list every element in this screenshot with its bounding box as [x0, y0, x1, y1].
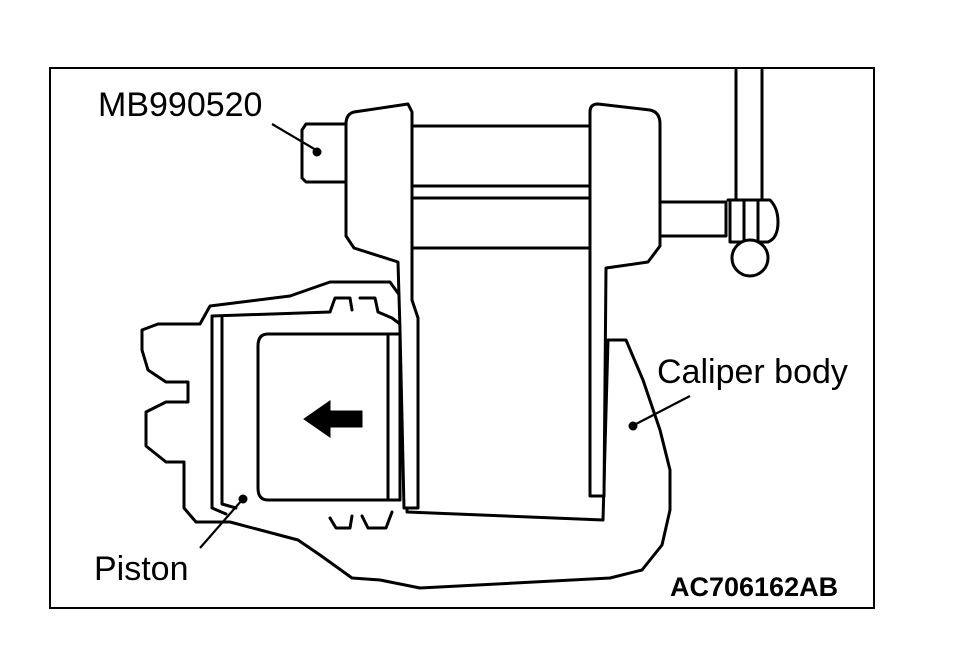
- tool-handle-knob: [730, 238, 770, 278]
- tool-handle-body: [726, 198, 780, 244]
- cylinder-top-edge: [210, 310, 332, 318]
- seal-top: [328, 296, 402, 326]
- tool-rod-upper: [410, 124, 594, 188]
- figure-frame: [49, 67, 875, 609]
- leader-dot-caliper: [628, 421, 638, 431]
- label-piston: Piston: [94, 550, 189, 588]
- tool-tab: [300, 122, 346, 184]
- arrow-left-icon: [303, 400, 363, 438]
- cylinder-wall-outer: [210, 314, 228, 516]
- leader-piston: [199, 499, 243, 549]
- tool-right-jaw: [588, 102, 662, 498]
- tool-rod-lower: [410, 196, 594, 250]
- figure-code: AC706162AB: [670, 572, 838, 602]
- tool-left-jaw: [344, 102, 420, 510]
- label-caliper-body: Caliper body: [657, 353, 848, 391]
- label-tool: MB990520: [98, 86, 262, 124]
- leader-dot-tool: [312, 147, 322, 157]
- tool-spindle: [658, 200, 728, 238]
- leader-tool: [271, 123, 317, 151]
- seal-bottom: [328, 510, 394, 530]
- leader-caliper: [633, 395, 691, 426]
- cylinder-wall-inner: [220, 316, 238, 510]
- leader-dot-piston: [238, 494, 248, 504]
